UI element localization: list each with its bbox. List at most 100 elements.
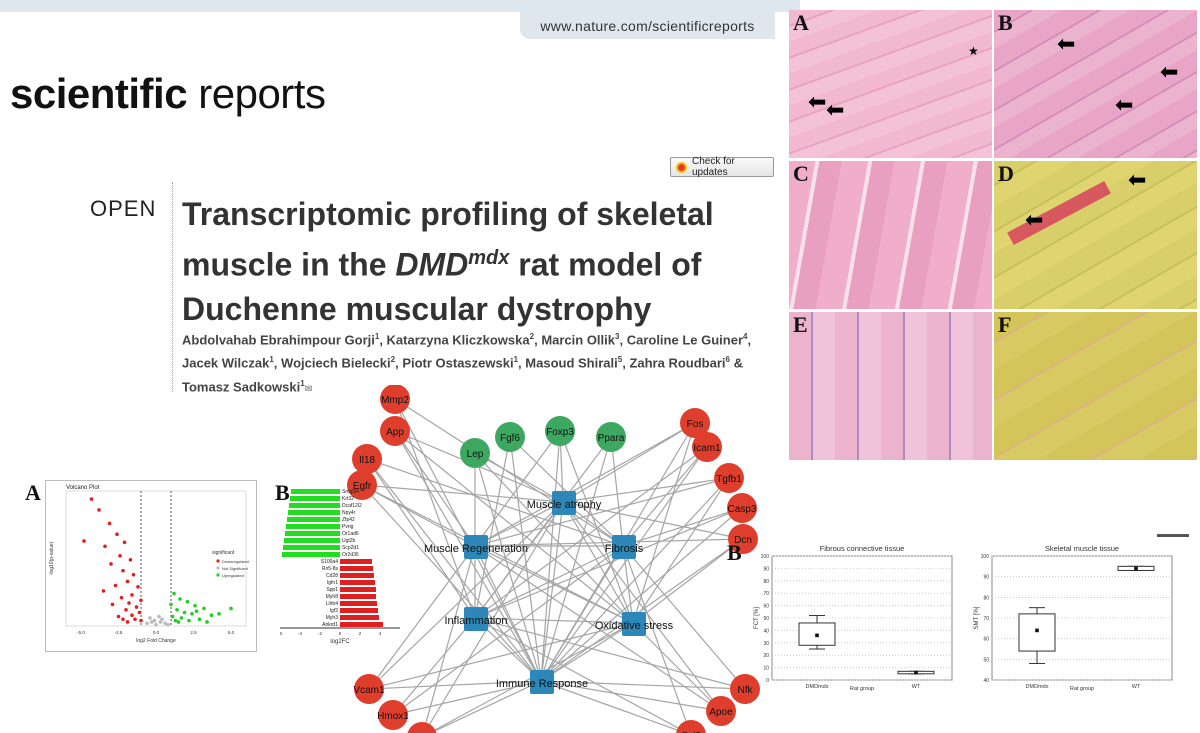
y-tick: 70 [763,591,769,597]
red-gene-node [692,432,722,462]
network-edge [540,501,564,682]
author-name[interactable]: Abdolvahab Ebrahimpour Gorji [182,332,375,348]
hub-node [622,612,646,636]
gene-label: Myh3 [326,615,338,621]
fold-change-bar [340,559,372,564]
author-name[interactable]: Tomasz Sadkowski [182,378,301,394]
volcano-point [121,617,125,622]
hub-node [530,670,554,694]
y-tick: 30 [763,641,769,647]
title-line-2-post: rat model of [509,246,702,283]
volcano-point [103,544,107,549]
red-gene-label: App [386,427,404,438]
y-tick: 40 [763,628,769,634]
network-edge [474,477,730,547]
histology-panel-f: F [994,312,1197,460]
volcano-point [160,617,164,622]
red-gene-node [730,674,760,704]
mean-marker [815,633,819,638]
check-updates-button[interactable]: Check for updates [670,156,774,178]
volcano-point [148,616,152,620]
volcano-point [152,618,157,623]
gene-label: S100a4 [321,559,338,565]
red-gene-node [380,416,410,446]
volcano-point [107,521,112,526]
green-gene-node [545,416,575,446]
author-name[interactable]: Wojciech Bielecki [281,355,391,371]
fold-change-bar [340,601,377,606]
legend-swatch [216,573,220,577]
network-edge [540,538,744,682]
volcano-point [110,602,115,607]
author-name[interactable]: Marcin Ollik [541,332,616,348]
volcano-x-tick: 5.0 [228,630,235,635]
histology-panel-label: F [998,312,1012,337]
title-line-1: Transcriptomic profiling of skeletal [182,196,714,232]
pointer-arrow-icon: ⬅ [808,89,827,114]
network-edge [632,538,744,624]
author-affiliation: 1 [374,332,380,341]
histology-panel-d: D [994,161,1197,309]
legend-entry: Not Significant [222,566,249,571]
y-tick: 80 [763,579,769,585]
gene-label: Krt32 [342,496,354,502]
author-name[interactable]: Piotr Ostaszewski [402,355,514,371]
journal-url[interactable]: www.nature.com/scientificreports [520,12,775,39]
green-gene-node [596,422,626,452]
fold-change-bar [340,580,375,585]
volcano-point [145,621,149,626]
article-title: Transcriptomic profiling of skeletal mus… [182,192,782,331]
author-affiliation: 2 [529,332,535,341]
network-edge [540,680,746,690]
author-name[interactable]: Katarzyna Kliczkowska [386,332,530,348]
legend-entry: Upregulated [222,573,244,578]
fold-change-bar [340,573,374,578]
volcano-point [166,622,170,627]
volcano-point [124,608,128,612]
fold-change-bar [340,587,376,592]
y-tick: 10 [763,666,769,672]
network-edge [509,436,542,682]
email-icon[interactable]: ✉ [304,382,313,393]
x-label: Rat group [1070,686,1094,692]
red-gene-node [727,493,757,523]
network-edge [474,617,746,690]
volcano-point [125,579,130,584]
author-name[interactable]: Masoud Shirali [525,355,618,371]
network-edge [422,545,476,733]
author-name[interactable]: Caroline Le Guiner [626,332,744,348]
gene-label: Scp2d1 [342,545,359,551]
network-edge [361,484,564,503]
fct-svg: Fibrous connective tissue010203040506070… [754,544,953,692]
author-affiliation: 6 [725,355,730,365]
volcano-point [133,617,137,622]
boxplot-title: Fibrous connective tissue [820,544,905,553]
gene-label: Igfn1 [327,580,338,586]
volcano-point [193,603,197,608]
pointer-arrow-icon: ⬅ [826,97,845,122]
network-edge [474,501,564,619]
volcano-point [172,591,176,596]
y-tick: 50 [983,657,989,663]
mean-marker [1035,628,1039,633]
author-name[interactable]: Jacek Wilczak [182,355,270,371]
gene-label: Or1ad6 [342,531,359,537]
network-edge [540,507,743,682]
y-label: SMT [%] [974,606,980,629]
volcano-point [101,589,106,593]
author-name[interactable]: Zahra Roudbari [629,355,726,371]
pointer-arrow-icon: ⬅ [1115,92,1134,117]
volcano-point [130,593,134,597]
hub-node [612,535,636,559]
volcano-point [131,572,136,577]
green-gene-label: Fgf6 [500,433,520,444]
journal-logo[interactable]: scientific reports [10,70,326,118]
hub-node [464,535,488,559]
volcano-y-label: -log10(p-value) [49,541,55,575]
gene-label: Rn5-8s [322,566,339,572]
volcano-point [121,568,125,573]
fold-change-bar [340,622,383,627]
